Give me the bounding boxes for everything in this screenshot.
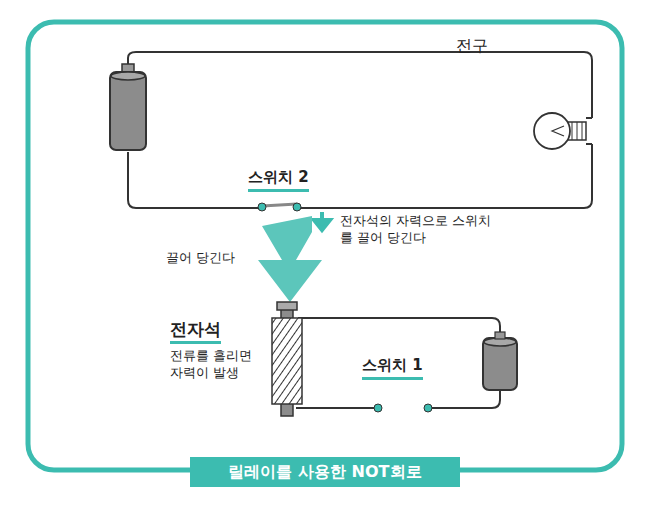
battery	[483, 332, 517, 390]
part-label: 전자석	[170, 318, 221, 344]
arrow-label: 끌어 당긴다	[166, 250, 235, 267]
battery	[110, 64, 146, 150]
electromagnet	[272, 302, 302, 416]
part-label: 스위치 1	[362, 356, 423, 380]
switch-2	[258, 203, 301, 211]
caption-band: 릴레이를 사용한 NOT회로	[190, 457, 460, 488]
big-arrow	[258, 216, 322, 302]
wire	[128, 52, 592, 118]
pull-arrow	[314, 212, 330, 230]
note: 전자석의 자력으로 스위치를 끌어 당긴다	[340, 213, 500, 247]
frame	[28, 22, 622, 470]
bulb	[534, 113, 592, 149]
wire	[128, 144, 592, 208]
part-label: 전구	[456, 36, 488, 57]
part-label: 스위치 2	[248, 168, 309, 192]
switch-1	[374, 404, 432, 412]
wire	[296, 318, 500, 408]
note: 전류를 흘리면 자력이 발생	[170, 348, 256, 382]
